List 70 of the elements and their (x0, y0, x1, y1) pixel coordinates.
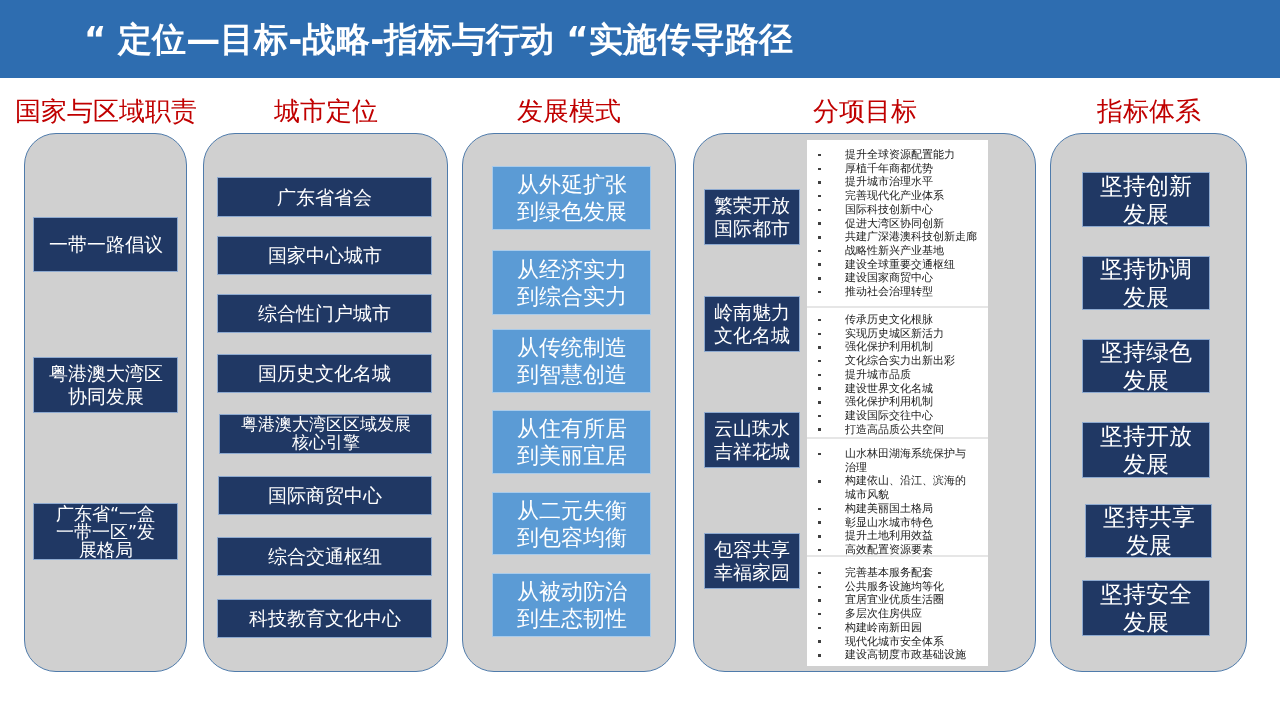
column-heading: 发展模式 (517, 95, 621, 128)
column-heading: 指标体系 (1096, 95, 1201, 128)
list-item: 传承历史文化根脉 (845, 313, 934, 327)
list-item: 公共服务设施均等化 (845, 579, 945, 594)
bullet-list (807, 555, 988, 666)
list-item: 建设世界文化名城 (845, 381, 934, 396)
list-item: 提升城市品质 (845, 367, 912, 382)
list-item: 强化保护利用机制 (845, 395, 934, 409)
column-heading: 国家与区域职责 (15, 95, 197, 128)
indicator-box: 坚持开放发展 (1082, 422, 1210, 478)
list-item: 宜居宜业优质生活圈 (845, 593, 945, 608)
list-item: 构建美丽国土格局 (845, 501, 934, 516)
positioning-box: 国际商贸中心 (218, 476, 432, 515)
mode-box: 从经济实力到综合实力 (492, 250, 651, 315)
column-heading: 城市定位 (273, 95, 378, 128)
column-heading: 分项目标 (812, 95, 917, 128)
list-item: 建设高韧度市政基础设施 (845, 648, 967, 662)
positioning-box: 综合性门户城市 (217, 294, 432, 333)
indicator-box: 坚持绿色发展 (1082, 339, 1210, 393)
list-item: 构建岭南新田园 (845, 620, 923, 635)
list-item: 建设国际交往中心 (845, 408, 934, 423)
title: “ 定位—目标-战略-指标与行动 “实施传导路径 (84, 18, 793, 61)
indicator-box: 坚持协调发展 (1082, 256, 1210, 310)
list-item: 构建依山、沿江、滨海的城市风貌 (845, 474, 967, 502)
positioning-box: 粤港澳大湾区区域发展核心引擎 (219, 414, 432, 454)
list-item: 完善现代化产业体系 (845, 189, 945, 203)
list-item: 国际科技创新中心 (845, 202, 934, 217)
list-item: 建设全球重要交通枢纽 (845, 257, 956, 272)
positioning-box: 科技教育文化中心 (217, 599, 432, 638)
list-item: 完善基本服务配套 (845, 566, 934, 580)
list-item: 彰显山水城市特色 (845, 515, 934, 530)
bullet-list (807, 140, 988, 306)
goal-box: 岭南魅力文化名城 (704, 296, 800, 352)
positioning-box: 综合交通枢纽 (217, 537, 432, 576)
list-item: 提升土地利用效益 (845, 529, 934, 543)
list-item: 强化保护利用机制 (845, 340, 934, 355)
list-item: 多层次住房供应 (845, 607, 923, 621)
list-item: 现代化城市安全体系 (845, 634, 945, 649)
goal-box: 包容共享幸福家园 (704, 533, 800, 589)
positioning-box: 国历史文化名城 (217, 354, 432, 393)
bullet-list (807, 306, 988, 437)
indicator-box: 坚持创新发展 (1082, 172, 1210, 227)
list-item: 建设国家商贸中心 (845, 271, 934, 286)
mode-box: 从外延扩张到绿色发展 (492, 166, 651, 230)
list-item: 打造高品质公共空间 (845, 422, 945, 437)
responsibility-box: 粤港澳大湾区协同发展 (33, 357, 178, 413)
list-item: 提升城市治理水平 (845, 175, 934, 189)
indicator-box: 坚持共享发展 (1085, 504, 1212, 558)
responsibility-box: 一带一路倡议 (33, 217, 178, 272)
positioning-box: 广东省省会 (217, 177, 432, 217)
positioning-box: 国家中心城市 (217, 236, 432, 275)
list-item: 促进大湾区协同创新 (845, 216, 945, 231)
goal-box: 繁荣开放国际都市 (704, 189, 800, 245)
list-item: 战略性新兴产业基地 (845, 243, 945, 258)
indicator-box: 坚持安全发展 (1082, 580, 1210, 636)
mode-box: 从住有所居到美丽宜居 (492, 410, 651, 474)
mode-box: 从二元失衡到包容均衡 (492, 492, 651, 555)
mode-box: 从被动防治到生态韧性 (492, 573, 651, 637)
list-item: 高效配置资源要素 (845, 542, 934, 557)
list-item: 厚植千年商都优势 (845, 161, 934, 176)
list-item: 共建广深港澳科技创新走廊 (845, 230, 978, 244)
list-item: 提升全球资源配置能力 (845, 148, 956, 162)
list-item: 推动社会治理转型 (845, 285, 934, 299)
list-item: 实现历史城区新活力 (845, 326, 945, 341)
responsibility-box: 广东省“一盒一带一区”发展格局 (33, 503, 178, 560)
goal-box: 云山珠水吉祥花城 (704, 412, 800, 468)
mode-box: 从传统制造到智慧创造 (492, 329, 651, 393)
list-item: 文化综合实力出新出彩 (845, 354, 956, 368)
bullet-list (807, 437, 988, 555)
list-item: 山水林田湖海系统保护与治理 (845, 447, 967, 475)
